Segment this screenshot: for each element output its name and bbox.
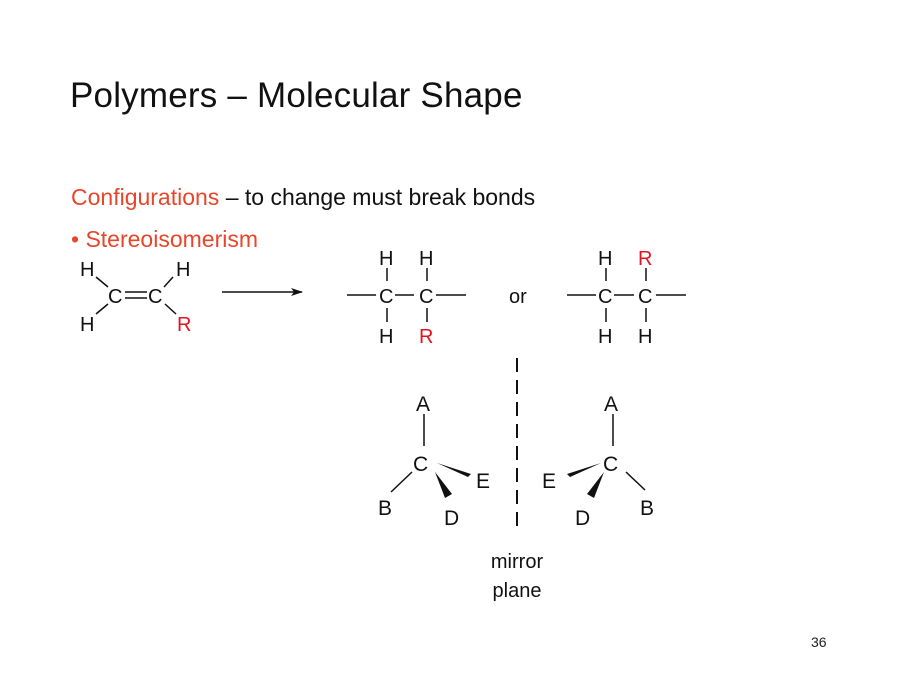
atom-h: H <box>638 326 652 348</box>
wedge-bond <box>587 472 604 498</box>
atom-b: B <box>378 497 392 520</box>
polymer-option-1: H H C C H R <box>347 248 466 348</box>
atom-h: H <box>379 326 393 348</box>
atom-a: A <box>604 393 618 416</box>
atom-c: C <box>379 286 393 308</box>
atom-c: C <box>108 286 122 308</box>
atom-h: H <box>176 259 190 281</box>
atom-r: R <box>638 248 652 270</box>
or-label: or <box>509 286 527 308</box>
atom-h: H <box>80 314 94 336</box>
atom-c: C <box>603 453 618 476</box>
atom-e: E <box>476 470 490 493</box>
atom-e: E <box>542 470 556 493</box>
atom-c: C <box>419 286 433 308</box>
configurations-description: – to change must break bonds <box>219 184 536 210</box>
atom-h: H <box>598 248 612 270</box>
wedge-bond <box>567 463 601 477</box>
enantiomer-right: A C E B D <box>542 393 654 530</box>
atom-a: A <box>416 393 430 416</box>
configurations-line: Configurations – to change must break bo… <box>71 184 535 211</box>
wedge-bond <box>435 472 452 498</box>
atom-d: D <box>575 507 590 530</box>
atom-d: D <box>444 507 459 530</box>
atom-r: R <box>177 314 191 336</box>
bond-line <box>95 303 109 315</box>
atom-h: H <box>598 326 612 348</box>
bond-line <box>164 303 177 315</box>
atom-h: H <box>379 248 393 270</box>
mirror-label: mirror <box>491 551 544 573</box>
plane-label: plane <box>493 580 542 602</box>
configurations-term: Configurations <box>71 184 220 210</box>
monomer-structure: H H C C H R <box>80 259 191 336</box>
bond-line <box>625 471 646 491</box>
bullet-dot: • <box>71 226 80 252</box>
bullet-label: Stereoisomerism <box>85 226 258 252</box>
atom-r: R <box>419 326 433 348</box>
atom-h: H <box>419 248 433 270</box>
bullet-stereoisomerism: • Stereoisomerism <box>71 226 258 253</box>
atom-c: C <box>148 286 162 308</box>
atom-c: C <box>413 453 428 476</box>
enantiomer-left: A C E B D <box>378 393 490 530</box>
atom-c: C <box>598 286 612 308</box>
bond-line <box>163 276 174 288</box>
page-number: 36 <box>811 634 827 650</box>
wedge-bond <box>437 463 471 477</box>
atom-h: H <box>80 259 94 281</box>
bond-line <box>390 471 413 493</box>
atom-b: B <box>640 497 654 520</box>
atom-c: C <box>638 286 652 308</box>
slide-title: Polymers – Molecular Shape <box>70 76 523 115</box>
bond-line <box>95 276 109 288</box>
polymer-option-2: H R C C H H <box>567 248 686 348</box>
